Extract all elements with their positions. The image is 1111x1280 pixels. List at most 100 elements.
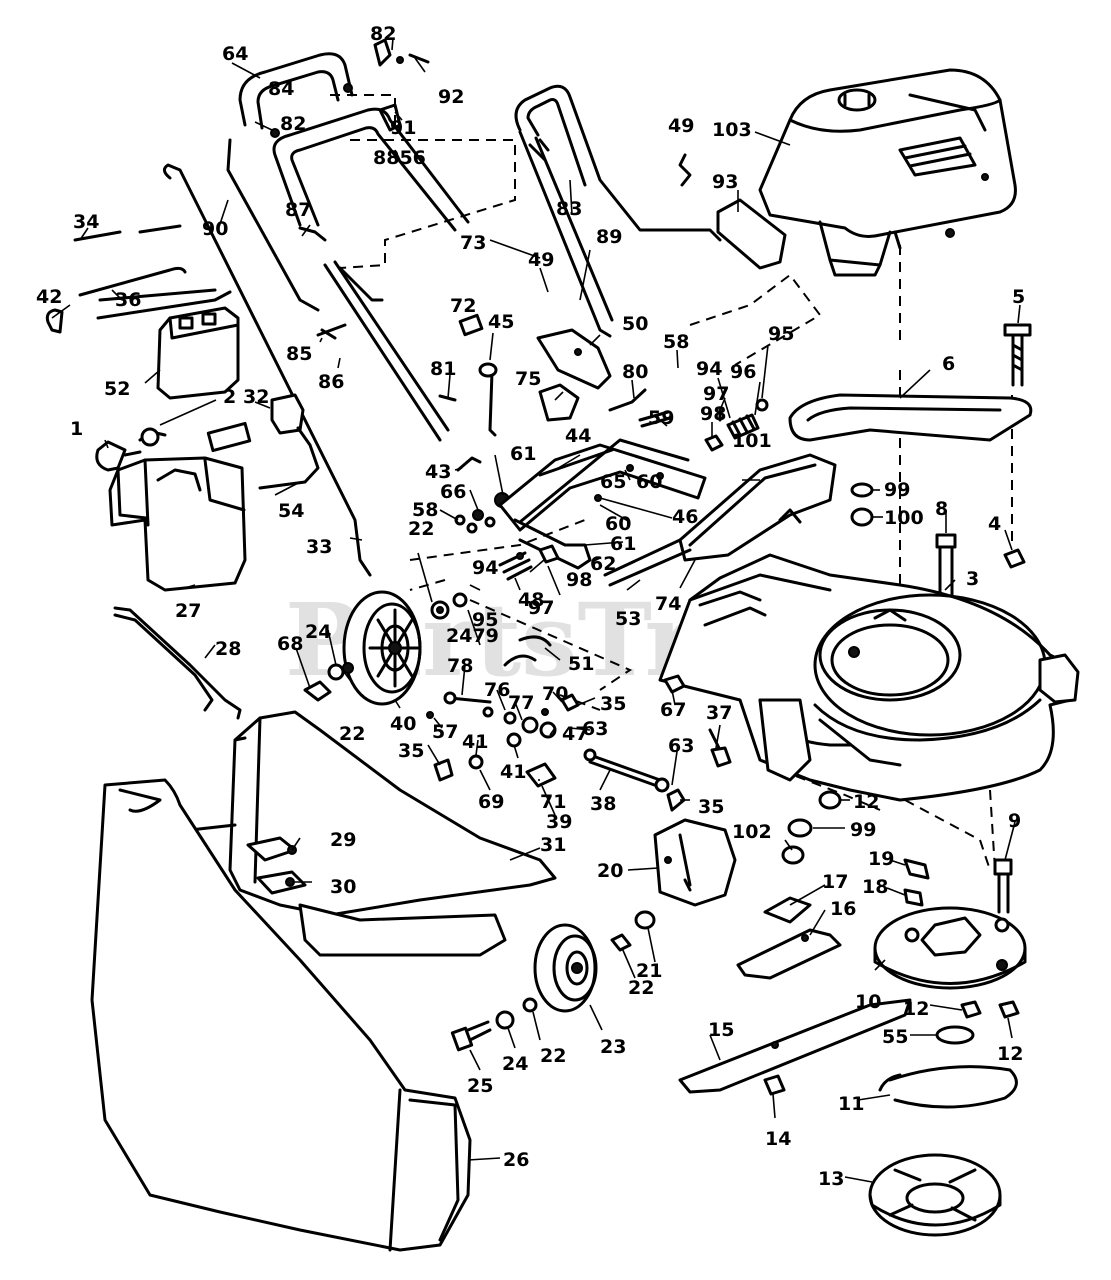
leader-lines	[51, 37, 1021, 1183]
plate-20	[653, 818, 737, 907]
callout-90: 90	[202, 218, 228, 240]
callout-99b: 99	[850, 819, 876, 841]
callout-6: 6	[942, 353, 955, 375]
callout-98a: 98	[700, 403, 726, 425]
callout-4: 4	[988, 513, 1001, 535]
rod-53	[603, 538, 682, 577]
callout-92: 92	[438, 86, 464, 108]
callout-67: 67	[660, 699, 686, 721]
plate-50	[536, 328, 612, 390]
charger-cord-54	[258, 426, 320, 490]
label-32	[206, 421, 252, 453]
bolt-8	[935, 533, 957, 602]
retaining-ring-11b	[878, 1073, 902, 1092]
blade-stiffener-16	[736, 928, 842, 980]
discharge-chute-31	[188, 710, 557, 957]
wing-bolt-5	[1003, 323, 1032, 387]
callout-97b: 97	[528, 597, 554, 619]
callout-53: 53	[615, 608, 641, 630]
callout-16: 16	[830, 898, 856, 920]
callout-22a: 22	[408, 518, 434, 540]
washer-95	[755, 398, 769, 412]
callout-34: 34	[73, 211, 99, 233]
spring-48	[498, 551, 533, 581]
nut-98b	[538, 544, 560, 564]
callout-52: 52	[104, 378, 130, 400]
axle-bolt-25	[450, 1020, 492, 1052]
callout-63a: 63	[582, 718, 608, 740]
callout-20: 20	[597, 860, 623, 882]
callout-47: 47	[562, 723, 588, 745]
callout-45: 45	[488, 311, 514, 333]
pin-80	[608, 388, 647, 412]
callout-51: 51	[568, 653, 594, 675]
callout-10: 10	[855, 991, 881, 1013]
callout-64: 64	[222, 43, 248, 65]
callout-94b: 94	[472, 557, 498, 579]
callout-12a: 12	[853, 791, 879, 813]
nut-12a	[818, 790, 842, 810]
nut-4	[1003, 548, 1026, 569]
callout-29: 29	[330, 829, 356, 851]
callout-35b: 35	[398, 740, 424, 762]
blade-adapter-10	[873, 906, 1027, 990]
spring-59	[638, 410, 672, 428]
callout-41b: 41	[500, 761, 526, 783]
callout-24a: 24	[305, 621, 331, 643]
pin-18	[903, 888, 924, 907]
callout-62: 62	[590, 553, 616, 575]
callout-54: 54	[278, 500, 304, 522]
rear-wheel-40	[342, 590, 422, 706]
callout-37: 37	[706, 702, 732, 724]
bar-8856	[338, 266, 384, 302]
callout-50: 50	[622, 313, 648, 335]
callout-100: 100	[884, 507, 924, 529]
callout-14: 14	[765, 1128, 791, 1150]
washer-22c	[610, 933, 632, 952]
callout-35a: 35	[600, 693, 626, 715]
spacer-102	[781, 845, 805, 865]
washer-99	[850, 482, 874, 498]
callout-12c: 12	[997, 1043, 1023, 1065]
callout-2479: 2479	[446, 625, 499, 647]
control-rods	[73, 138, 372, 577]
callout-97a: 97	[703, 383, 729, 405]
callout-61b: 61	[610, 533, 636, 555]
spring-49-top	[678, 153, 692, 187]
pin-81	[438, 394, 457, 402]
clip-42	[45, 308, 64, 334]
pin-94b	[516, 552, 524, 560]
battery-52	[156, 306, 240, 400]
callout-94a: 94	[696, 358, 722, 380]
callout-82a: 82	[370, 23, 396, 45]
battery-tray-27	[108, 456, 247, 592]
callout-18: 18	[862, 876, 888, 898]
callout-36: 36	[115, 289, 141, 311]
nut-24b	[495, 1010, 515, 1030]
callout-17: 17	[822, 871, 848, 893]
callout-44: 44	[565, 425, 591, 447]
callout-24b: 24	[502, 1053, 528, 1075]
callout-89: 89	[596, 226, 622, 248]
engine-103	[758, 68, 1017, 277]
callout-49a: 49	[668, 115, 694, 137]
nut-98	[704, 434, 724, 452]
callout-72: 72	[450, 295, 476, 317]
callout-5: 5	[1012, 286, 1025, 308]
callout-22b: 22	[339, 723, 365, 745]
clip-87	[298, 226, 327, 242]
callout-39: 39	[546, 811, 572, 833]
callout-91: 91	[390, 117, 416, 139]
callout-33: 33	[306, 536, 332, 558]
callout-23: 23	[600, 1036, 626, 1058]
callout-63b: 63	[668, 735, 694, 757]
callout-61a: 61	[510, 443, 536, 465]
callout-22c: 22	[628, 977, 654, 999]
callout-11: 11	[838, 1093, 864, 1115]
nut-12c	[998, 1000, 1020, 1019]
callout-60b: 60	[605, 513, 631, 535]
baffle-6	[788, 393, 1033, 442]
callout-2: 2	[223, 386, 236, 408]
part-72	[458, 313, 484, 337]
callout-55: 55	[882, 1026, 908, 1048]
